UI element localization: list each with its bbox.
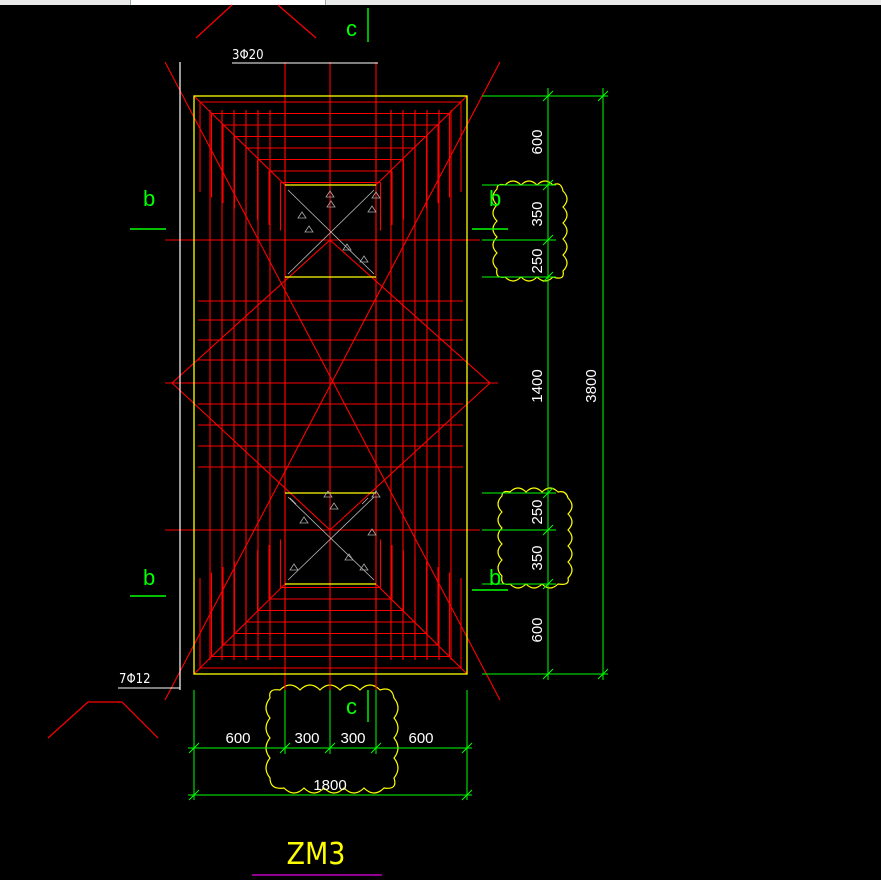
drawing-title: ZM3 bbox=[287, 837, 346, 872]
section-label-c-bottom: c bbox=[346, 694, 357, 719]
aggregate-mark bbox=[371, 191, 381, 199]
aggregate-mark bbox=[371, 490, 381, 498]
rebar-corner-diagonal bbox=[193, 95, 286, 186]
aggregate-mark bbox=[359, 255, 369, 263]
section-label-b-left-top: b bbox=[143, 186, 155, 211]
dim-bottom-3: 300 bbox=[340, 730, 365, 747]
dim-right-4: 1400 bbox=[529, 369, 546, 402]
top-chevron bbox=[195, 4, 317, 39]
top-rebar-label: 3Φ20 bbox=[232, 48, 264, 63]
section-label-c-top: c bbox=[346, 16, 357, 41]
section-label-b-left-bottom: b bbox=[143, 565, 155, 590]
section-marks-b bbox=[130, 228, 508, 597]
dim-right-3: 250 bbox=[529, 248, 546, 273]
right-dimension-lines bbox=[482, 88, 609, 680]
bottom-dimension-texts: 600 300 300 600 1800 bbox=[225, 730, 433, 794]
aggregate-mark bbox=[323, 490, 333, 498]
rebar-corner-diagonal bbox=[375, 95, 468, 186]
bottom-dimension-lines bbox=[188, 690, 473, 801]
pedestal-hatch bbox=[287, 189, 375, 581]
footing-outline bbox=[193, 95, 468, 675]
rebar-diagonal bbox=[329, 382, 491, 531]
aggregate-mark bbox=[297, 211, 307, 219]
aggregate-mark bbox=[342, 243, 352, 251]
active-tab[interactable] bbox=[130, 0, 326, 5]
dim-right-6: 350 bbox=[529, 545, 546, 570]
aggregate-mark bbox=[367, 205, 377, 213]
right-dimension-texts: 600 350 250 1400 250 350 600 3800 bbox=[529, 129, 600, 642]
rebar-corner-diagonal bbox=[193, 583, 286, 675]
bottom-chevron bbox=[47, 701, 159, 739]
aggregate-mark bbox=[367, 528, 377, 536]
section-label-b-right-bottom: b bbox=[489, 565, 501, 590]
aggregate-mark bbox=[304, 225, 314, 233]
aggregate-mark bbox=[326, 200, 336, 208]
aggregate-mark bbox=[289, 563, 299, 571]
aggregate-mark bbox=[329, 502, 339, 510]
rebar-diagonal bbox=[329, 239, 491, 384]
rebar-diagonal bbox=[171, 382, 331, 531]
revision-cloud-mid-right bbox=[497, 487, 573, 589]
rebar-diagonal bbox=[164, 61, 501, 701]
pedestal-top bbox=[285, 184, 376, 278]
pedestal-bottom bbox=[285, 492, 376, 585]
dim-bottom-total: 1800 bbox=[313, 777, 346, 794]
bottom-rebar-label: 7Φ12 bbox=[119, 672, 151, 687]
dim-right-total: 3800 bbox=[583, 369, 600, 402]
dim-right-5: 250 bbox=[529, 499, 546, 524]
dim-bottom-4: 600 bbox=[408, 730, 433, 747]
rebar-corner-diagonal bbox=[375, 583, 468, 675]
dim-right-7: 600 bbox=[529, 617, 546, 642]
section-label-b-right-top: b bbox=[489, 186, 501, 211]
dim-bottom-1: 600 bbox=[225, 730, 250, 747]
aggregate-mark bbox=[299, 516, 309, 524]
aggregate-mark bbox=[325, 190, 335, 198]
dim-bottom-2: 300 bbox=[294, 730, 319, 747]
dim-right-2: 350 bbox=[529, 201, 546, 226]
aggregate-mark bbox=[344, 553, 354, 561]
concrete-aggregate-marks bbox=[289, 190, 381, 571]
top-toolbar-strip bbox=[0, 0, 881, 5]
rebar-lines bbox=[164, 61, 501, 701]
aggregate-mark bbox=[359, 563, 369, 571]
dim-right-1: 600 bbox=[529, 129, 546, 154]
rebar-diagonal bbox=[171, 239, 331, 384]
revision-cloud-bottom bbox=[265, 684, 399, 794]
